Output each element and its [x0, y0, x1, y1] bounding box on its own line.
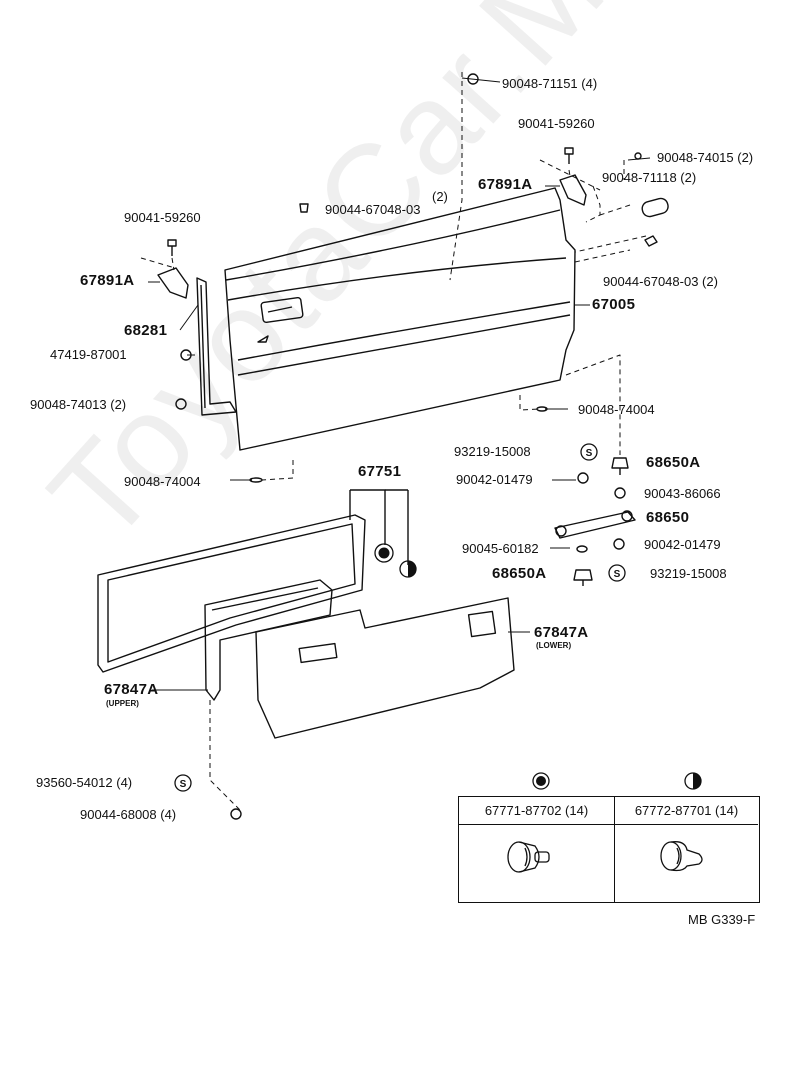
legend-part-half: 67772-87701 (14)	[615, 797, 758, 825]
label-90048-74015: 90048-74015 (2)	[657, 150, 754, 165]
lock-rod-68650	[554, 510, 636, 539]
label-68650: 68650	[646, 509, 690, 526]
label-90045-60182: 90045-60182	[462, 541, 539, 556]
label-93560-54012: 93560-54012 (4)	[36, 775, 133, 790]
s-mark-2: S	[614, 569, 621, 580]
pin-68650A-top	[611, 457, 629, 475]
label-90042-01479-left: 90042-01479	[456, 472, 533, 487]
label-90048-71151: 90048-71151 (4)	[502, 76, 598, 91]
label-90044-67048-top: 90044-67048-03	[325, 202, 421, 217]
bolt-top	[564, 147, 574, 164]
legend-symbol-half	[684, 772, 702, 790]
label-93219-15008-bottom: 93219-15008	[650, 566, 727, 581]
label-68650A-top: 68650A	[646, 454, 701, 471]
label-67751: 67751	[358, 463, 402, 480]
label-90044-67048-right: 90044-67048-03 (2)	[603, 274, 718, 289]
clip-symbol-half	[399, 560, 417, 578]
legend-symbol-filled	[532, 772, 550, 790]
legend-part-filled: 67771-87702 (14)	[459, 797, 614, 825]
clip-right	[644, 235, 658, 247]
clip-legend-table: 67771-87702 (14) 67772-87701 (14)	[458, 796, 760, 903]
label-67847A-upper-sub: (UPPER)	[106, 699, 139, 708]
hinge-left	[157, 267, 189, 299]
label-90041-59260-top: 90041-59260	[518, 116, 595, 131]
label-90048-71118: 90048-71118 (2)	[602, 170, 697, 185]
clip-drawing-67771	[507, 841, 550, 873]
legend-cell-filled: 67771-87702 (14)	[459, 797, 615, 902]
label-90044-68008: 90044-68008 (4)	[80, 807, 177, 822]
label-90044-67048-qty: (2)	[432, 189, 448, 204]
label-90042-01479-right: 90042-01479	[644, 537, 721, 552]
clip-drawing-67772	[660, 841, 703, 872]
trim-lower	[255, 597, 515, 739]
label-67891A-right: 67891A	[478, 176, 533, 193]
label-67891A-left: 67891A	[80, 272, 135, 289]
legend-cell-half: 67772-87701 (14)	[615, 797, 758, 902]
trim-board-67751	[97, 514, 366, 673]
bolt-left	[167, 239, 177, 256]
label-90048-74013: 90048-74013 (2)	[30, 397, 127, 412]
label-47419-87001: 47419-87001	[50, 347, 127, 362]
label-93219-15008-top: 93219-15008	[454, 444, 531, 459]
label-67005: 67005	[592, 296, 636, 313]
diagram-code: MB G339-F	[688, 912, 756, 927]
clip-symbol-filled	[374, 543, 394, 563]
hinge-right	[559, 174, 587, 206]
s-mark-1: S	[586, 448, 593, 459]
s-mark-3: S	[180, 779, 187, 790]
back-door-panel	[224, 187, 576, 451]
trim-upper	[204, 579, 333, 701]
pin-68650A-bottom	[573, 569, 593, 586]
label-68650A-bottom: 68650A	[492, 565, 547, 582]
weatherstrip-68281	[196, 277, 237, 416]
label-90043-86066: 90043-86066	[644, 486, 721, 501]
label-67847A-lower-sub: (LOWER)	[536, 641, 572, 650]
label-90048-74004-left: 90048-74004	[124, 474, 201, 489]
label-68281: 68281	[124, 322, 168, 339]
label-67847A-upper: 67847A	[104, 681, 159, 698]
clip-top	[299, 203, 309, 213]
label-67847A-lower: 67847A	[534, 624, 589, 641]
oval-plug	[641, 197, 669, 218]
label-90048-74004-right: 90048-74004	[578, 402, 655, 417]
label-90041-59260-left: 90041-59260	[124, 210, 201, 225]
